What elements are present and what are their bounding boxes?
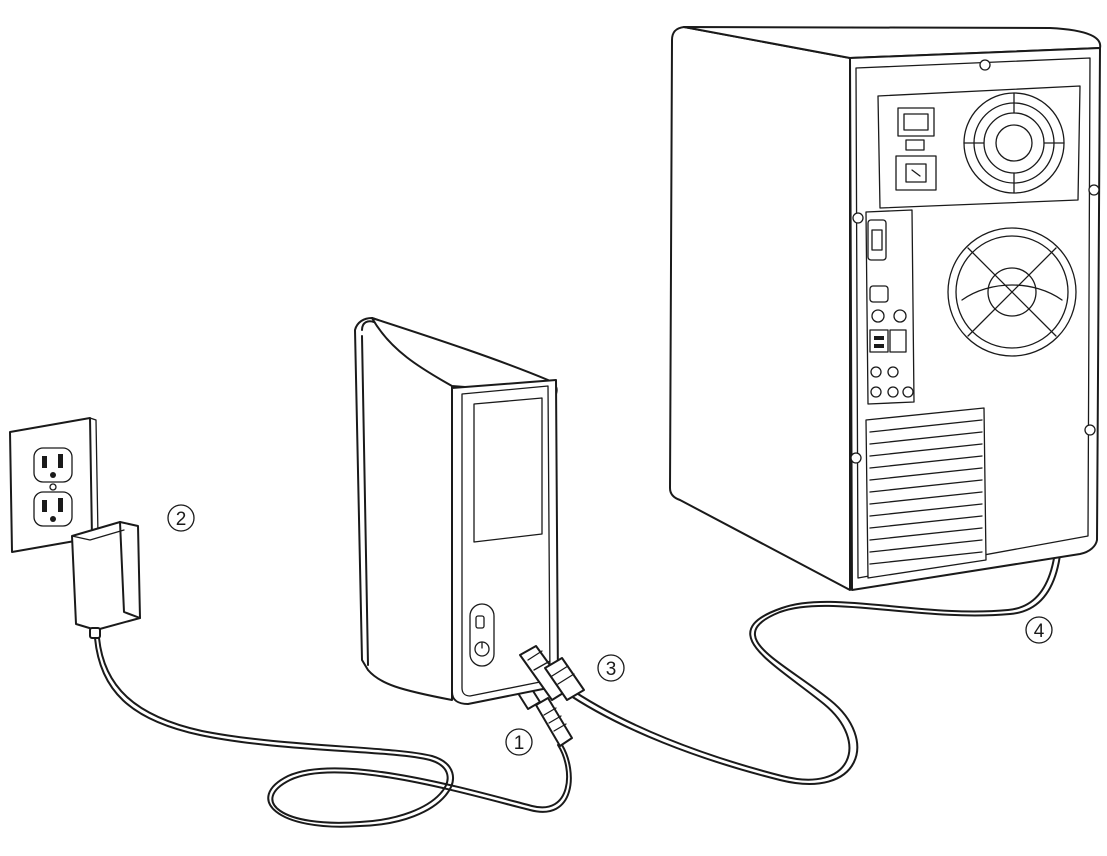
expansion-slots — [865, 407, 987, 579]
callout-label: 1 — [514, 733, 525, 754]
power-adapter-icon — [71, 521, 141, 639]
callout-step-3: 3 — [597, 654, 625, 682]
callout-step-4: 4 — [1025, 616, 1053, 644]
external-drive-icon — [354, 317, 569, 705]
callout-label: 3 — [606, 659, 617, 680]
callout-label: 2 — [176, 509, 187, 530]
computer-tower-icon — [669, 26, 1102, 591]
wall-outlet-icon — [9, 417, 99, 553]
callout-step-1: 1 — [505, 728, 533, 756]
callout-step-2: 2 — [167, 504, 195, 532]
callout-label: 4 — [1034, 621, 1045, 642]
